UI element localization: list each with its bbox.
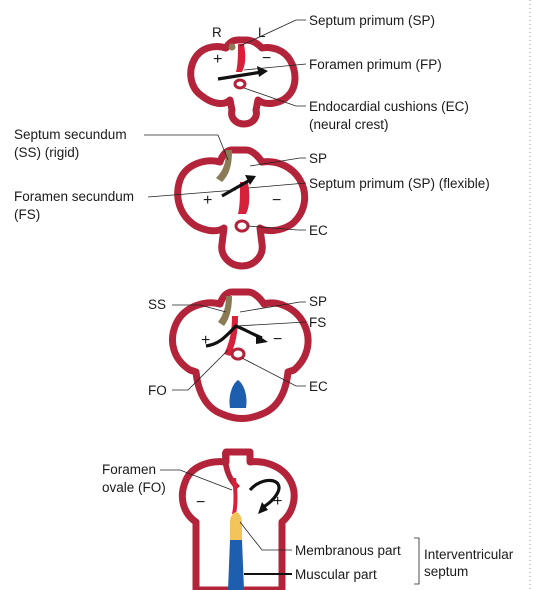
stage-3-minus-sign: − — [273, 331, 282, 348]
stage-3-fs-label: FS — [309, 315, 326, 330]
stage-4-fo-label-line2: ovale (FO) — [102, 480, 166, 495]
stage-4-arrowhead — [258, 502, 268, 514]
stage-3-fo-leader — [172, 349, 229, 391]
stage-4-muscular-label: Muscular part — [295, 567, 377, 582]
stage-4-membranous-leader — [239, 521, 292, 551]
stage-3-sp-label: SP — [309, 294, 327, 309]
stage-2-heart: + − — [174, 146, 309, 270]
stage-1-foramen-primum-label: Foramen primum (FP) — [309, 57, 442, 72]
stage-3-arrowhead — [256, 334, 268, 344]
stage-2-septum-secundum — [216, 150, 232, 182]
stage-1-shunt-arrow — [217, 70, 263, 81]
stage-4-minus-sign: − — [196, 494, 205, 511]
stage-4-septum-secundum — [222, 452, 240, 490]
stage-3-fs-leader — [235, 321, 307, 327]
stage-2-minus-sign: − — [272, 192, 281, 209]
stage-3-fo-label: FO — [148, 383, 167, 398]
stage-4-fo-leader — [160, 469, 233, 491]
stage-1-fp-leader — [243, 63, 307, 71]
stage-2-arrowhead — [245, 175, 256, 185]
stage-1-plus-sign: + — [213, 51, 222, 68]
stage-2-sp-flexible-leader — [247, 182, 307, 189]
stage-2-fs-label-line2: (FS) — [14, 207, 40, 222]
stage-4-iv-bracket — [414, 537, 420, 585]
stage-3-ss-label: SS — [148, 297, 166, 312]
stage-1-left-atrium-label: L — [258, 25, 266, 40]
stage-4-fo-label-line1: Foramen — [102, 462, 156, 477]
stage-2-ec-leader — [247, 225, 306, 231]
stage-2-ss-label-line1: Septum secundum — [14, 127, 127, 142]
stage-3-ec-label: EC — [309, 379, 328, 394]
stage-2-plus-sign: + — [203, 192, 212, 209]
stage-1-septum-primum — [236, 44, 246, 72]
stage-1-septum-primum-label: Septum primum (SP) — [309, 13, 435, 28]
stage-4-plus-sign: + — [273, 493, 282, 510]
stage-1-endocardial-cushion — [233, 78, 247, 90]
stage-3-ec-leader — [241, 357, 306, 387]
stage-2-endocardial-cushion — [234, 219, 250, 233]
stage-2-ec-label: EC — [309, 223, 328, 238]
stage-1-ec-leader — [243, 87, 306, 107]
stage-1-ec-label-line2: (neural crest) — [309, 117, 389, 132]
stage-2-ss-label-line2: (SS) (rigid) — [14, 145, 79, 160]
stage-3-endocardial-cushion — [230, 347, 246, 361]
stage-2-septum-primum — [238, 182, 250, 214]
stage-4-septum-primum — [232, 478, 238, 514]
stage-3-ss-leader — [172, 304, 227, 313]
stage-3-heart: + − — [169, 288, 312, 422]
stage-4-heart: − + — [178, 448, 298, 590]
stage-3-plus-sign: + — [201, 332, 210, 349]
stage-2-ss-leader — [144, 134, 229, 161]
stage-4-membranous-label: Membranous part — [295, 543, 401, 558]
stage-2-shunt-arrow — [221, 178, 251, 198]
stage-3-septum-secundum — [218, 296, 232, 326]
stage-4-shunt-arrow — [248, 478, 281, 510]
stage-2-fs-leader — [147, 189, 237, 198]
stage-4-muscular-septum — [228, 540, 244, 590]
stage-3-muscular-septum — [229, 380, 247, 408]
stage-1-minus-sign: − — [262, 50, 271, 67]
stage-2-sp-leader — [249, 157, 306, 167]
stage-2-sp-flexible-label: Septum primum (SP) (flexible) — [309, 176, 490, 191]
stage-2-sp-label: SP — [309, 151, 327, 166]
stage-1-ec-label-line1: Endocardial cushions (EC) — [309, 99, 469, 114]
stage-4-membranous-septum — [230, 512, 242, 540]
stage-1-heart: R L + − — [187, 25, 299, 128]
stage-3-sp-leader — [239, 301, 306, 313]
stage-4-iv-label-line1: Interventricular — [424, 547, 514, 562]
stage-2-fs-label-line1: Foramen secundum — [14, 189, 134, 204]
stage-1-septum-secundum-bud — [228, 43, 236, 51]
stage-1-right-atrium-label: R — [212, 25, 222, 40]
stage-1-sp-leader — [239, 19, 306, 47]
stage-4-iv-label-line2: septum — [424, 564, 468, 579]
